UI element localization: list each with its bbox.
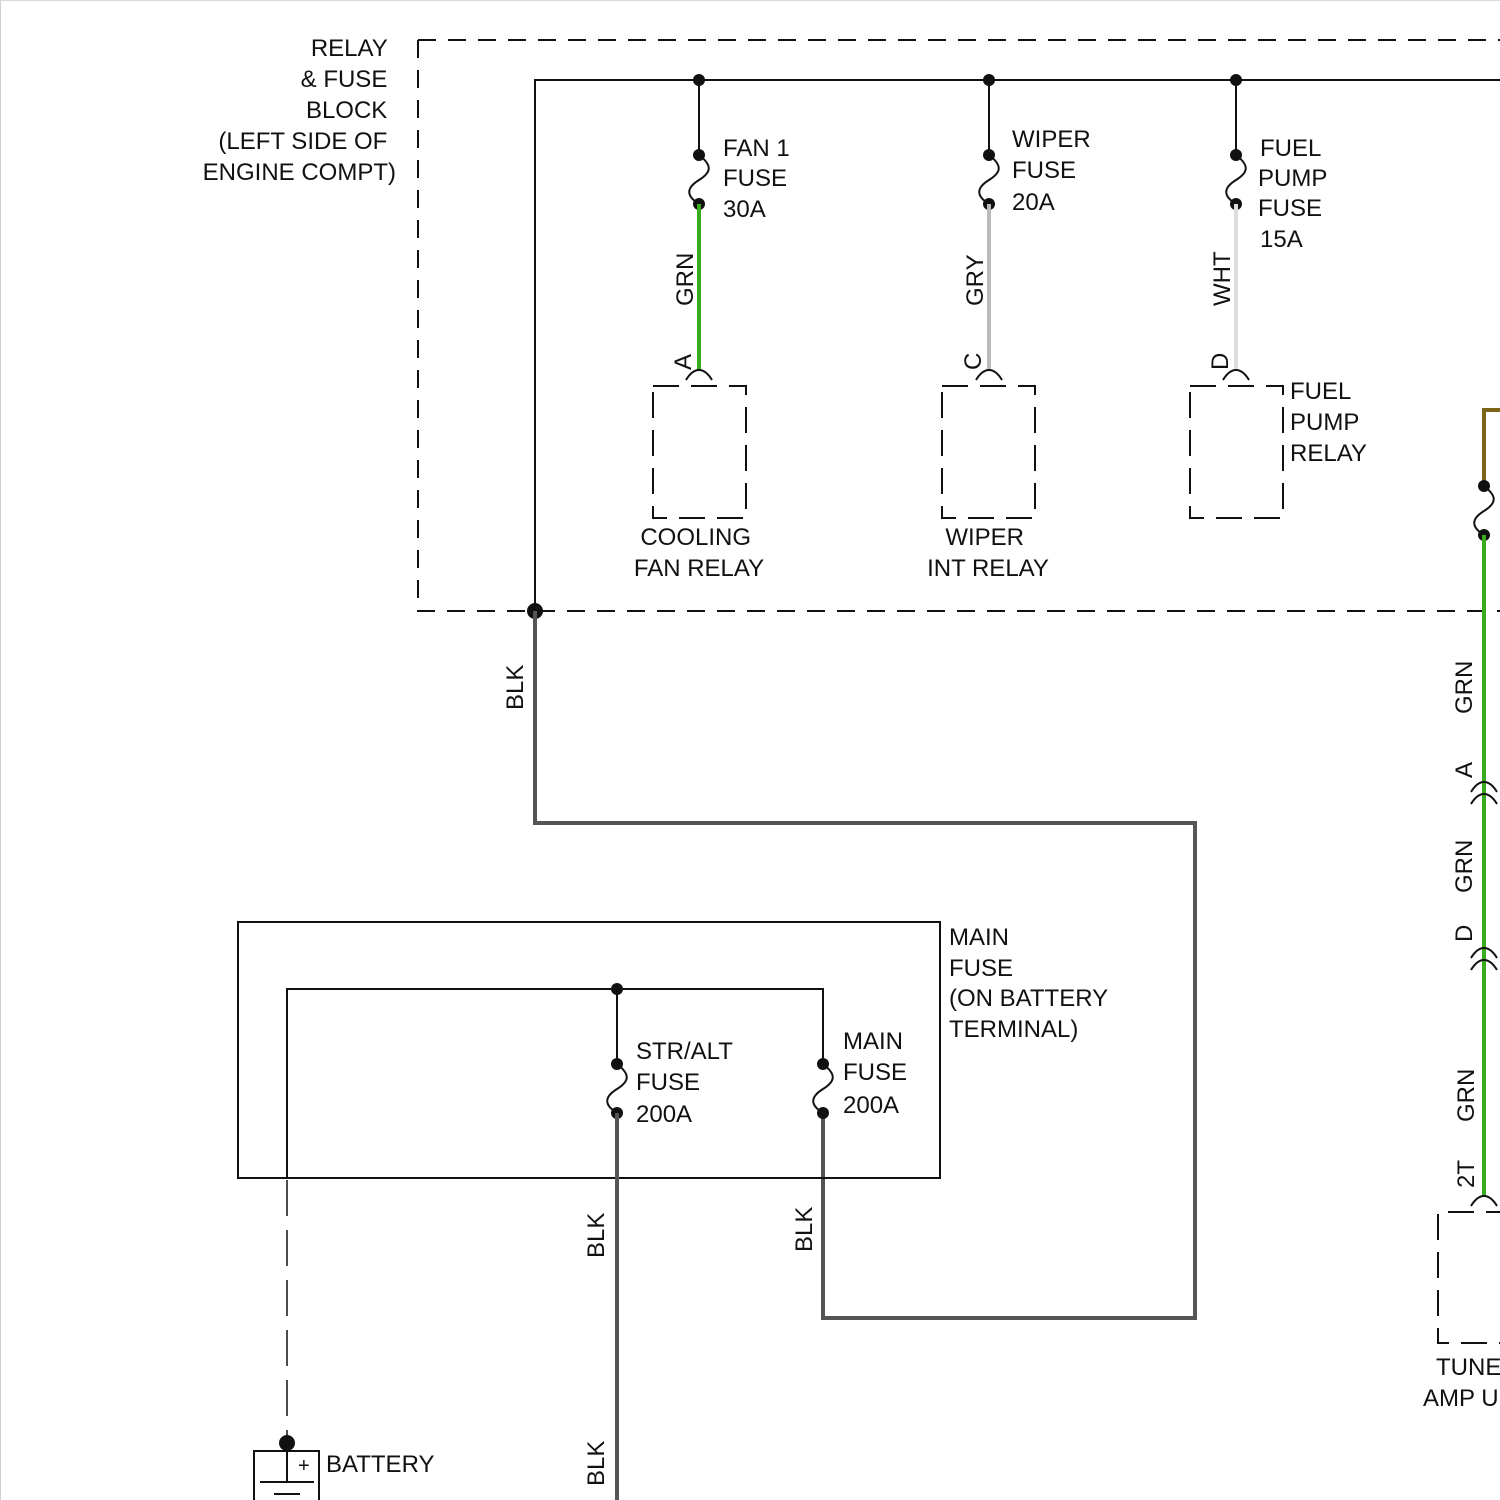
fuel-pump-relay-box (1190, 386, 1283, 518)
wire-brn (1484, 410, 1500, 486)
fuse-label: FUEL PUMP FUSE 15A (1258, 135, 1334, 253)
wire-color-label: BLK (583, 1213, 610, 1258)
label-line: INT RELAY (927, 555, 1049, 582)
fuse-symbol-icon (979, 155, 999, 204)
wire-color-label: GRN (672, 253, 699, 306)
fuse-terminal (983, 149, 995, 161)
fuel-pump-fuse-circuit: FUEL PUMP FUSE 15A WHT D FUEL PUMP RELAY (1190, 80, 1367, 518)
label-line: ENGINE COMPT) (203, 159, 396, 186)
right-circuit: GRN A GRN D GRN 2T TUNE AMP U (1423, 410, 1500, 1412)
fuse-symbol-icon (607, 1064, 627, 1113)
battery-terminal (279, 1435, 295, 1451)
label-line: 15A (1260, 226, 1303, 253)
wiper-fuse-circuit: WIPER FUSE 20A GRY C WIPER INT RELAY (927, 80, 1097, 582)
label-line: MAIN (843, 1028, 903, 1055)
fan1-fuse-circuit: FAN 1 FUSE 30A GRN A COOLING FAN RELAY (634, 80, 797, 582)
label-line: TUNE (1436, 1354, 1500, 1381)
fuse-symbol-icon (1226, 155, 1246, 204)
wire-blk (535, 611, 1195, 1318)
relay-label: WIPER INT RELAY (927, 524, 1049, 582)
label-line: FUSE (949, 955, 1013, 982)
label-line: WIPER (945, 524, 1024, 551)
label-line: COOLING (640, 524, 751, 551)
relay-label: FUEL PUMP RELAY (1290, 378, 1367, 467)
main-fuse-block-outline (238, 922, 940, 1178)
label-line: AMP U (1423, 1385, 1499, 1412)
wire-color-label: BLK (791, 1207, 818, 1252)
label-line: MAIN (949, 924, 1009, 951)
label-line: (ON BATTERY (949, 985, 1108, 1012)
wire-color-label: GRN (1453, 1069, 1480, 1122)
label-line: (LEFT SIDE OF (218, 128, 387, 155)
fuse-terminal (817, 1058, 829, 1070)
label-line: 200A (636, 1101, 692, 1128)
fuse-symbol-icon (689, 155, 709, 204)
connector-label: D (1451, 925, 1478, 942)
label-line: PUMP (1290, 409, 1359, 436)
feed-wire: BLK (502, 611, 1195, 1318)
fuse-label: STR/ALT FUSE 200A (636, 1038, 739, 1128)
label-line: FUSE (843, 1059, 907, 1086)
relay-fuse-block: RELAY & FUSE BLOCK (LEFT SIDE OF ENGINE … (203, 35, 1500, 619)
label-line: RELAY (311, 35, 388, 62)
connector-label: 2T (1453, 1160, 1480, 1188)
label-line: 20A (1012, 189, 1055, 216)
fuse-terminal (1478, 480, 1490, 492)
wire-color-label: GRN (1451, 840, 1478, 893)
fuse-terminal (1230, 149, 1242, 161)
wire-color-label: GRY (962, 254, 989, 306)
label-line: 200A (843, 1092, 899, 1119)
fuse-symbol-icon (813, 1064, 833, 1113)
relay-fuse-block-label: RELAY & FUSE BLOCK (LEFT SIDE OF ENGINE … (203, 35, 396, 186)
main-fuse-block: MAIN FUSE (ON BATTERY TERMINAL) STR/ALT … (238, 922, 1114, 1500)
connector-label: A (1451, 762, 1478, 778)
wire-color-label: BLK (502, 665, 529, 710)
label-line: FAN 1 (723, 135, 790, 162)
tuner-amp-unit-box (1438, 1212, 1500, 1343)
wire-color-label: BLK (583, 1441, 610, 1486)
label-line: & FUSE (301, 66, 388, 93)
battery: + BATTERY (254, 1180, 434, 1500)
label-line: 30A (723, 196, 766, 223)
fuse-label: MAIN FUSE 200A (843, 1028, 914, 1119)
connector-icon (976, 370, 1002, 380)
connector-icon (1471, 1196, 1497, 1206)
wire-color-label: WHT (1209, 251, 1236, 306)
label-line: FUSE (1258, 195, 1322, 222)
plus-sign-icon: + (298, 1455, 310, 1477)
label-line: WIPER (1012, 126, 1091, 153)
battery-label: BATTERY (326, 1451, 434, 1478)
label-line: FUSE (723, 165, 787, 192)
label-line: TERMINAL) (949, 1016, 1078, 1043)
label-line: PUMP (1258, 165, 1327, 192)
label-line: FUSE (636, 1069, 700, 1096)
fuse-terminal (693, 149, 705, 161)
fuse-label: FAN 1 FUSE 30A (723, 135, 796, 223)
connector-label: D (1207, 353, 1234, 370)
wire-color-label: GRN (1451, 661, 1478, 714)
label-line: FUSE (1012, 157, 1076, 184)
main-fuse-block-label: MAIN FUSE (ON BATTERY TERMINAL) (949, 924, 1114, 1043)
fuse-label: WIPER FUSE 20A (1012, 126, 1097, 216)
label-line: FAN RELAY (634, 555, 764, 582)
main-internal-bus (287, 989, 823, 1178)
label-line: STR/ALT (636, 1038, 733, 1065)
connector-label: A (670, 354, 697, 370)
fuse-terminal (611, 1058, 623, 1070)
label-line: RELAY (1290, 440, 1367, 467)
relay-label: COOLING FAN RELAY (634, 524, 764, 582)
fuse-symbol-icon (1474, 486, 1494, 535)
connector-icon (686, 370, 712, 380)
wiper-int-relay-box (942, 386, 1035, 518)
label-line: FUEL (1260, 135, 1321, 162)
fuse-terminal (817, 1107, 829, 1119)
connector-label: C (960, 353, 987, 370)
label-line: BLOCK (306, 97, 387, 124)
component-label: TUNE AMP U (1423, 1354, 1500, 1412)
connector-icon (1223, 370, 1249, 380)
label-line: FUEL (1290, 378, 1351, 405)
cooling-fan-relay-box (653, 386, 746, 518)
